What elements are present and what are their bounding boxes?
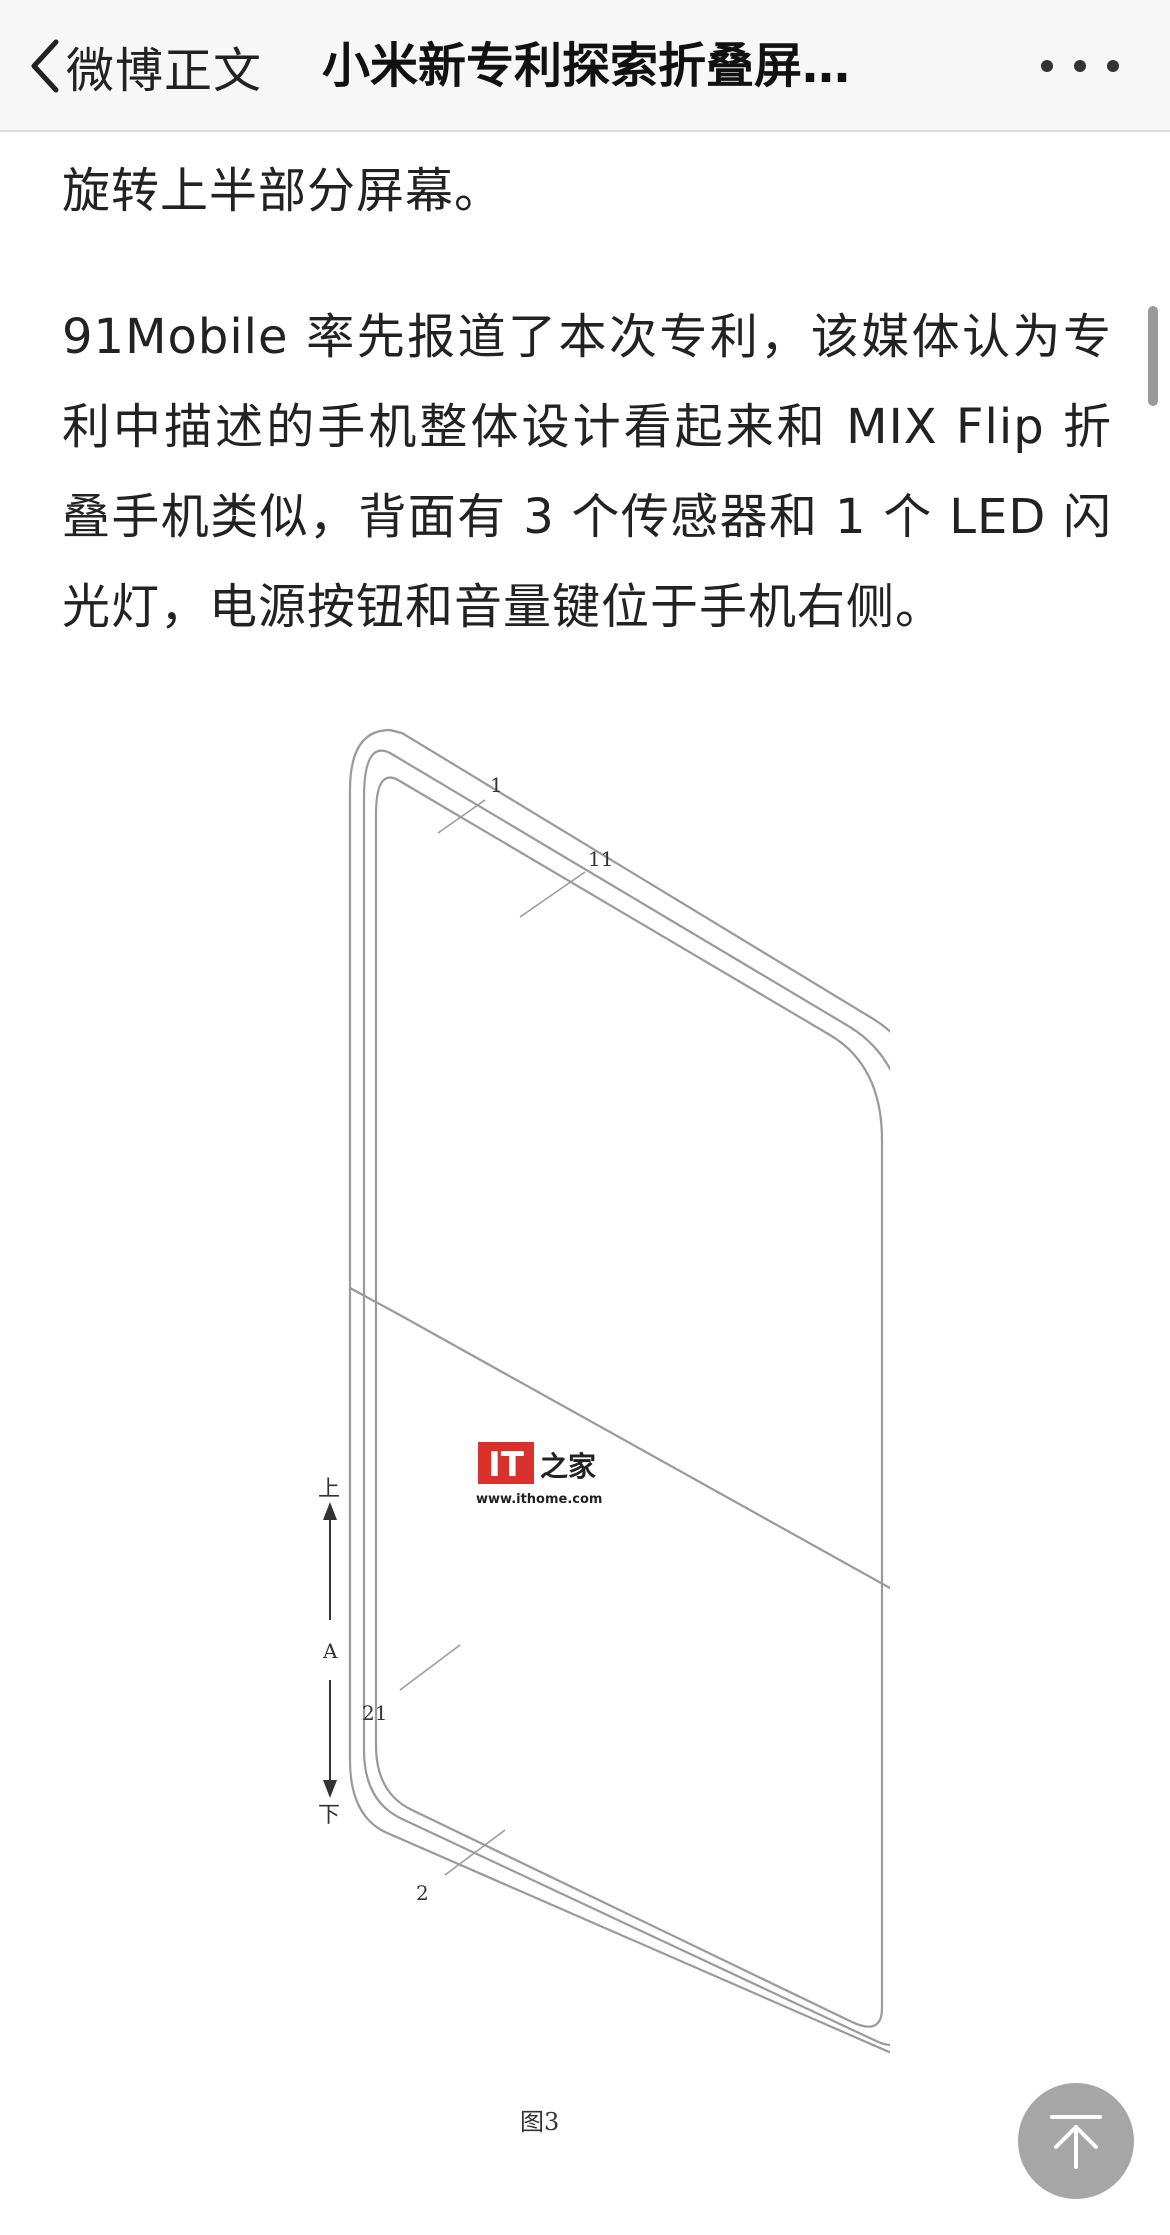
figure-caption: 图3 bbox=[520, 2108, 560, 2136]
back-button[interactable]: 微博正文 bbox=[30, 28, 262, 104]
watermark-url: www.ithome.com bbox=[476, 1492, 603, 1507]
svg-text:之家: 之家 bbox=[540, 1450, 596, 1483]
ithome-logo-icon: IT 之家 bbox=[478, 1442, 596, 1485]
figure-label-21: 21 bbox=[362, 1701, 387, 1725]
figure-label-11: 11 bbox=[588, 847, 613, 871]
patent-drawing: 1 11 21 2 上 A 下 bbox=[318, 728, 890, 2054]
svg-text:IT: IT bbox=[488, 1445, 525, 1485]
article-paragraph: 91Mobile 率先报道了本次专利，该媒体认为专利中描述的手机整体设计看起来和… bbox=[62, 309, 1112, 635]
more-horizontal-icon bbox=[1041, 60, 1119, 72]
page-title: 小米新专利探索折叠屏… bbox=[322, 38, 851, 94]
chevron-left-icon bbox=[31, 39, 59, 93]
figure-label-down: 下 bbox=[318, 1803, 340, 1828]
figure-label-a: A bbox=[322, 1639, 338, 1663]
ithome-watermark: IT 之家 www.ithome.com bbox=[476, 1436, 606, 1516]
article-paragraph: 旋转上半部分屏幕。 bbox=[62, 163, 504, 219]
arrow-up-icon bbox=[1050, 2115, 1102, 2169]
figure-label-2: 2 bbox=[416, 1881, 429, 1905]
figure-label-1: 1 bbox=[490, 773, 503, 797]
scrollbar-thumb[interactable] bbox=[1148, 306, 1158, 406]
patent-figure: 1 11 21 2 上 A 下 bbox=[290, 720, 890, 2160]
figure-label-up: 上 bbox=[318, 1477, 340, 1502]
top-navigation-bar: 微博正文 小米新专利探索折叠屏… bbox=[0, 0, 1170, 132]
more-button[interactable] bbox=[1030, 40, 1130, 92]
back-button-label: 微博正文 bbox=[66, 43, 263, 99]
back-to-top-button[interactable] bbox=[1018, 2083, 1134, 2199]
